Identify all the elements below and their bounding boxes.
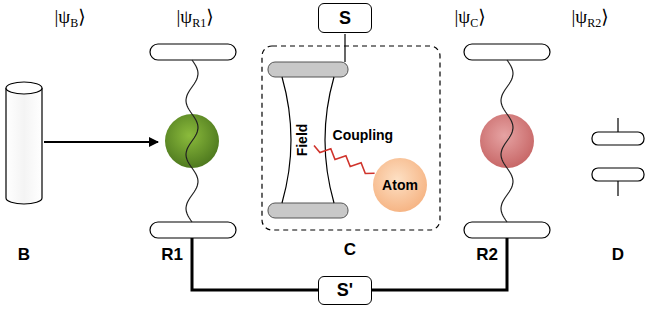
cavity-region: [262, 46, 440, 230]
part-label: B: [18, 245, 30, 265]
switch-box: S: [318, 3, 372, 33]
part-label: C: [344, 240, 356, 260]
state-ket: |ψR1⟩: [176, 5, 213, 31]
switch-box: S': [318, 276, 372, 305]
node-text: S': [337, 280, 353, 301]
state-ket: |ψC⟩: [454, 5, 485, 31]
part-label: R1: [161, 245, 183, 265]
r1-zone: [150, 44, 236, 238]
edge-label: Coupling: [333, 127, 394, 143]
beam-arrow: [44, 141, 158, 143]
r2-zone: [464, 44, 550, 238]
source-cylinder: [6, 82, 42, 204]
coupling-line: [314, 146, 375, 174]
part-label: D: [612, 245, 624, 265]
state-ket: |ψB⟩: [54, 5, 85, 31]
node-text: S: [339, 8, 351, 29]
atom-circle: Atom: [372, 157, 428, 213]
detector-levels: [592, 118, 644, 196]
state-ket: |ψR2⟩: [571, 5, 608, 31]
s-wire: [344, 34, 345, 62]
part-label: R2: [476, 245, 498, 265]
node-text: Field: [294, 124, 310, 157]
cavity-field: Field: [290, 110, 314, 170]
node-text: Atom: [382, 177, 418, 193]
